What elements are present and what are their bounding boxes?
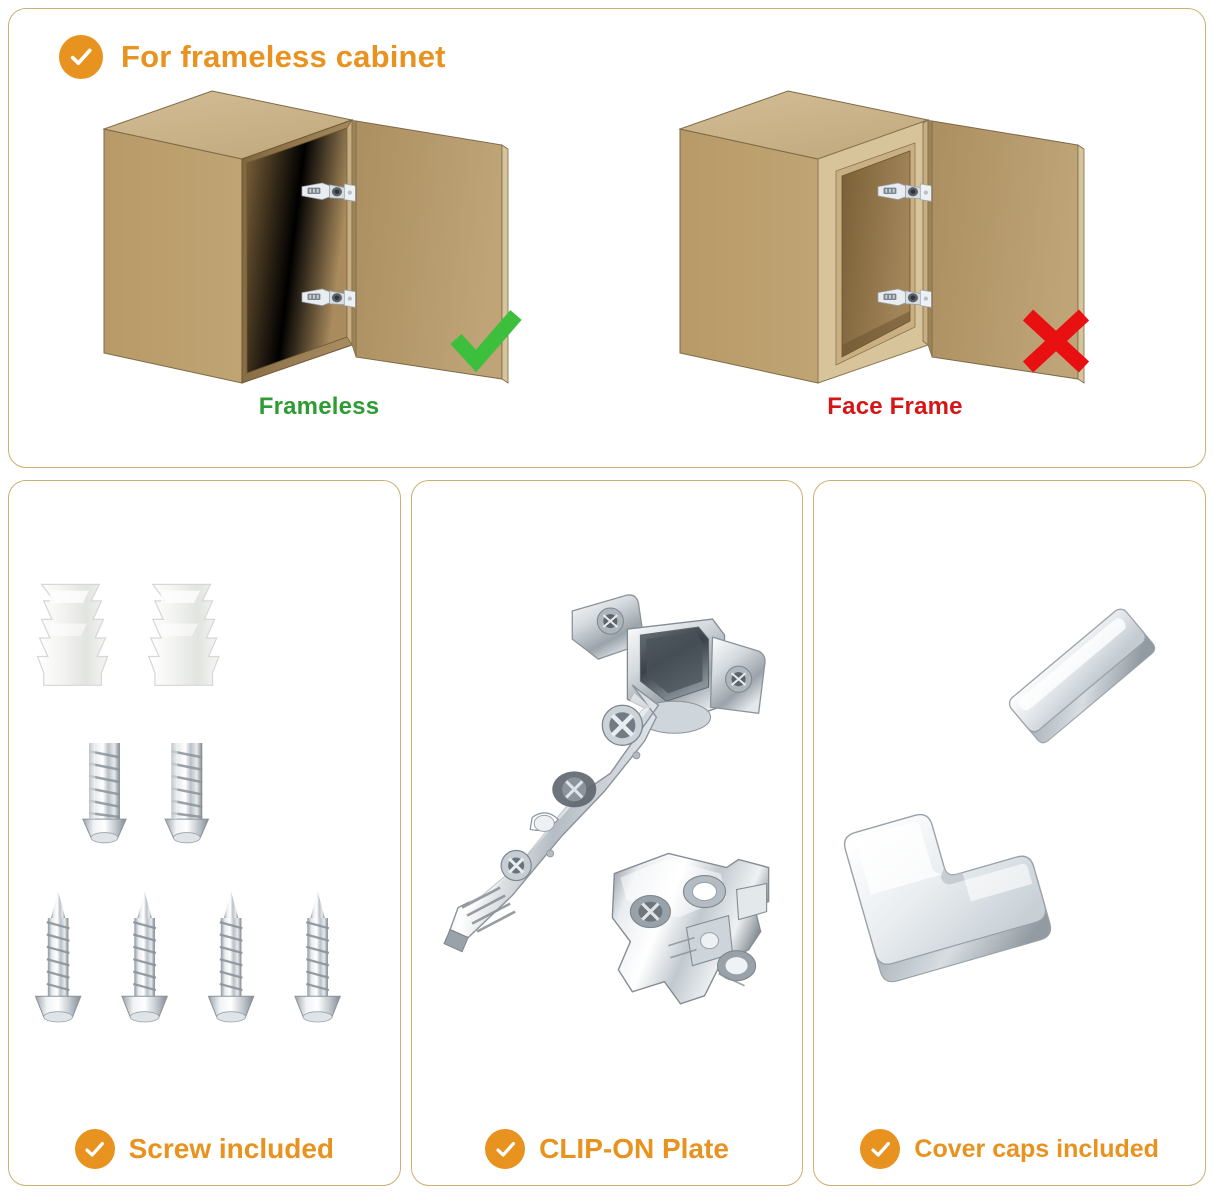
check-circle-icon	[860, 1129, 901, 1169]
cabinet-comparison-row: Frameless	[31, 87, 1183, 457]
panel-caption-screws: Screw included	[19, 1119, 390, 1169]
caption-text-hinge: CLIP-ON Plate	[539, 1133, 729, 1164]
check-circle-icon	[485, 1129, 526, 1169]
page-title: For frameless cabinet	[121, 39, 446, 74]
panel-header: For frameless cabinet	[31, 27, 1183, 87]
caption-text-screws: Screw included	[128, 1133, 335, 1164]
wood-screw	[121, 891, 169, 1023]
bar-cover-cap	[1009, 608, 1156, 743]
cabinet-frameless: Frameless	[79, 87, 559, 421]
cabinet-label-frameless: Frameless	[258, 393, 380, 420]
panel-cover-caps: Cover caps included	[813, 480, 1207, 1186]
cover-caps-illustration	[824, 495, 1195, 1119]
panel-screws: Screw included	[8, 480, 401, 1186]
panel-hinge: CLIP-ON Plate	[410, 480, 804, 1186]
screws-illustration	[19, 495, 390, 1119]
wood-screw	[34, 891, 82, 1023]
green-check-icon	[450, 310, 522, 373]
machine-screw	[164, 743, 210, 844]
hinge-graphic	[877, 182, 932, 202]
wood-screw	[294, 891, 342, 1023]
machine-screw	[82, 743, 127, 844]
plastic-dowel	[147, 583, 220, 687]
wood-screw	[207, 891, 255, 1023]
panel-caption-hinge: CLIP-ON Plate	[422, 1119, 793, 1169]
notched-cover-cap	[844, 813, 1052, 982]
hinge-graphic	[301, 288, 356, 308]
frameless-cabinet-illustration	[84, 87, 554, 387]
hinge-graphic	[877, 288, 932, 308]
panel-caption-cover-caps: Cover caps included	[824, 1119, 1195, 1169]
hinge-illustration	[422, 495, 793, 1119]
cabinet-face-frame: Face Frame	[655, 87, 1135, 421]
cabinet-label-face-frame: Face Frame	[827, 393, 963, 420]
feature-panels-row: Screw included	[8, 480, 1207, 1186]
face-frame-cabinet-illustration	[660, 87, 1130, 387]
check-circle-icon	[74, 1129, 115, 1169]
red-x-icon	[1022, 309, 1090, 373]
check-circle-icon	[59, 35, 103, 79]
caption-text-cover-caps: Cover caps included	[914, 1134, 1159, 1163]
hinge-graphic	[301, 182, 356, 202]
concealed-hinge	[443, 593, 766, 952]
plastic-dowel	[36, 583, 109, 687]
mounting-plate	[611, 852, 769, 1005]
frameless-cabinet-panel: For frameless cabinet	[8, 8, 1206, 468]
